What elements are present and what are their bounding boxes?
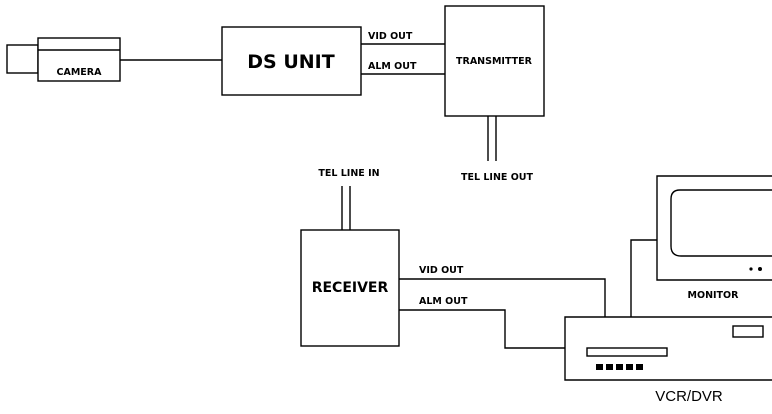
- vcr-button-5-icon: [636, 364, 643, 370]
- ds-unit: DS UNIT: [221, 26, 362, 96]
- vcr-tape-slot: [586, 347, 668, 357]
- tx-vid-out-label: VID OUT: [368, 31, 413, 42]
- receiver-label: RECEIVER: [312, 280, 389, 296]
- receiver: RECEIVER: [300, 229, 400, 347]
- ds-unit-label: DS UNIT: [247, 51, 334, 73]
- rx-alm-out-cable: [399, 309, 565, 349]
- vcr-dvr: VCR/DVR: [564, 316, 772, 405]
- vcr-button-1-icon: [596, 364, 603, 370]
- vcr-button-3-icon: [616, 364, 623, 370]
- camera-lens: [6, 44, 39, 74]
- camera: CAMERA: [6, 37, 121, 82]
- ds-unit-box: [221, 26, 362, 96]
- tel-line-out-label: TEL LINE OUT: [461, 172, 533, 183]
- monitor-knob-right-icon: [758, 267, 762, 271]
- receiver-box: [300, 229, 400, 347]
- rx-alm-out-label: ALM OUT: [419, 296, 468, 307]
- vcr-dvr-label: VCR/DVR: [655, 388, 723, 405]
- camera-label: CAMERA: [57, 67, 103, 78]
- vcr-button-4-icon: [626, 364, 633, 370]
- transmitter: TRANSMITTER: [444, 5, 545, 117]
- transmitter-box: [444, 5, 545, 117]
- rx-vid-out-label: VID OUT: [419, 265, 464, 276]
- tel-line-in-label: TEL LINE IN: [318, 168, 379, 179]
- monitor-screen: [670, 189, 772, 257]
- monitor: MONITOR: [656, 175, 772, 301]
- camera-body: [37, 37, 121, 82]
- rx-vid-out-cable: [399, 278, 606, 317]
- tx-alm-out-label: ALM OUT: [368, 61, 417, 72]
- vcr-button-2-icon: [606, 364, 613, 370]
- monitor-knob-left-icon: [749, 267, 753, 271]
- vcr-display: [732, 325, 764, 338]
- monitor-vcr-cable: [630, 239, 657, 317]
- transmitter-label: TRANSMITTER: [456, 56, 533, 67]
- monitor-label: MONITOR: [688, 290, 740, 301]
